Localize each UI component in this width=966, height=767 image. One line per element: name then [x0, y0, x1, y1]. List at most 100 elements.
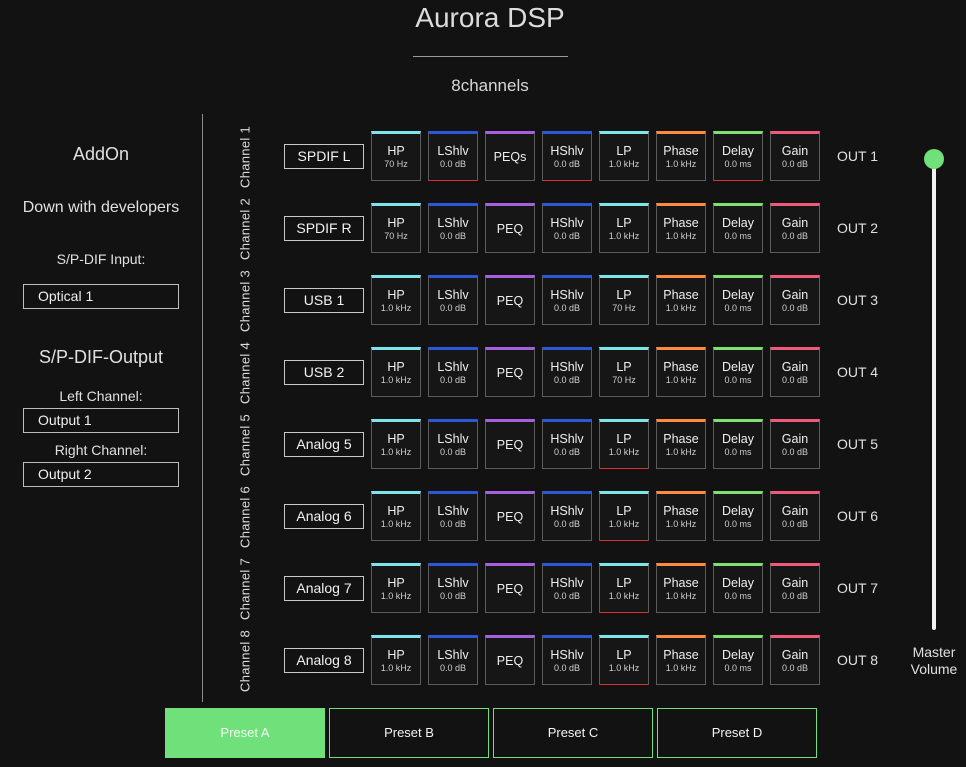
spdif-input-select[interactable]: Optical 1: [23, 284, 179, 309]
dsp-block-value: 1.0 kHz: [665, 663, 697, 673]
preset-button-c[interactable]: Preset C: [493, 708, 653, 758]
dsp-block-name: Phase: [663, 504, 699, 518]
source-select-1[interactable]: SPDIF L: [284, 144, 364, 169]
source-select-2[interactable]: SPDIF R: [284, 216, 364, 241]
preset-button-a[interactable]: Preset A: [165, 708, 325, 758]
preset-button-d[interactable]: Preset D: [657, 708, 817, 758]
master-volume-track[interactable]: [932, 160, 936, 630]
dsp-block-value: 0.0 ms: [724, 303, 752, 313]
source-select-8[interactable]: Analog 8: [284, 648, 364, 673]
output-label-3: OUT 3: [837, 292, 878, 308]
dsp-block-name: LP: [616, 360, 632, 374]
dsp-block-peq-7[interactable]: PEQ: [485, 563, 535, 613]
dsp-block-name: Delay: [722, 432, 754, 446]
dsp-block-name: Gain: [781, 576, 809, 590]
dsp-block-peq-3[interactable]: PEQ: [485, 275, 535, 325]
left-channel-select[interactable]: Output 1: [23, 408, 179, 433]
dsp-block-peq-2[interactable]: PEQ: [485, 203, 535, 253]
source-select-7[interactable]: Analog 7: [284, 576, 364, 601]
addon-heading: AddOn: [72, 144, 130, 164]
dsp-block-value: 1.0 kHz: [608, 159, 640, 169]
preset-button-b[interactable]: Preset B: [329, 708, 489, 758]
master-volume-knob[interactable]: [924, 149, 944, 169]
source-select-4[interactable]: USB 2: [284, 360, 364, 385]
dsp-block-peq-5[interactable]: PEQ: [485, 419, 535, 469]
channel-label-1: Channel 1: [237, 126, 253, 188]
dsp-block-name: Gain: [781, 144, 809, 158]
dsp-block-peq-6[interactable]: PEQ: [485, 491, 535, 541]
dsp-block-peq-8[interactable]: PEQ: [485, 635, 535, 685]
dsp-block-name: Gain: [781, 432, 809, 446]
dsp-block-value: 0.0 dB: [439, 375, 467, 385]
dsp-block-value: 1.0 kHz: [380, 303, 412, 313]
dsp-block-name: LShlv: [437, 432, 469, 446]
dsp-block-peq-4[interactable]: PEQ: [485, 347, 535, 397]
dsp-block-value: 0.0 dB: [781, 519, 809, 529]
right-channel-select[interactable]: Output 2: [23, 462, 179, 487]
source-select-6[interactable]: Analog 6: [284, 504, 364, 529]
dsp-block-value: 0.0 dB: [781, 303, 809, 313]
source-select-3[interactable]: USB 1: [284, 288, 364, 313]
dsp-block-name: HP: [387, 576, 405, 590]
dsp-block-value: 1.0 kHz: [665, 303, 697, 313]
source-select-5[interactable]: Analog 5: [284, 432, 364, 457]
dsp-block-peq-1[interactable]: PEQs: [485, 131, 535, 181]
